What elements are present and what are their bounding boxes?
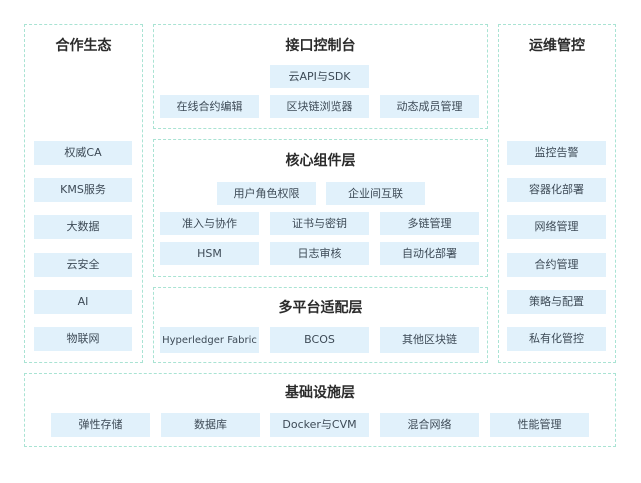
core-item-hsm: HSM (160, 242, 259, 265)
infra-item-docker-cvm: Docker与CVM (270, 413, 369, 437)
interface-console-panel: 接口控制台 云API与SDK 在线合约编辑 区块链浏览器 动态成员管理 (153, 24, 488, 129)
core-item-auto-deploy: 自动化部署 (380, 242, 479, 265)
core-item-multichain: 多链管理 (380, 212, 479, 235)
ops-item-monitoring: 监控告警 (507, 141, 606, 165)
infra-item-performance: 性能管理 (490, 413, 589, 437)
partner-item-kms: KMS服务 (34, 178, 132, 202)
partner-ecosystem-panel: 合作生态 权威CA KMS服务 大数据 云安全 AI 物联网 (24, 24, 143, 363)
partner-item-ai: AI (34, 290, 132, 314)
core-components-title: 核心组件层 (285, 153, 356, 169)
interface-console-title: 接口控制台 (285, 38, 356, 54)
partner-item-bigdata: 大数据 (34, 215, 132, 239)
ops-item-policy-config: 策略与配置 (507, 290, 606, 314)
partner-item-cloud-security: 云安全 (34, 253, 132, 277)
ops-item-contract: 合约管理 (507, 253, 606, 277)
ops-control-panel: 运维管控 监控告警 容器化部署 网络管理 合约管理 策略与配置 私有化管控 (498, 24, 616, 363)
core-item-log-audit: 日志审核 (270, 242, 369, 265)
multi-platform-adapter-title: 多平台适配层 (278, 300, 363, 316)
console-item-api-sdk: 云API与SDK (270, 65, 369, 88)
multi-platform-adapter-panel: 多平台适配层 Hyperledger Fabric BCOS 其他区块链 (153, 287, 488, 363)
ops-control-title: 运维管控 (529, 38, 585, 54)
core-item-access-collaboration: 准入与协作 (160, 212, 259, 235)
console-item-contract-editor: 在线合约编辑 (160, 95, 259, 118)
infra-item-elastic-storage: 弹性存储 (51, 413, 150, 437)
partner-ecosystem-title: 合作生态 (55, 38, 112, 54)
infrastructure-panel: 基础设施层 弹性存储 数据库 Docker与CVM 混合网络 性能管理 (24, 373, 616, 447)
infrastructure-title: 基础设施层 (285, 385, 355, 401)
core-item-enterprise-interconnect: 企业间互联 (326, 182, 425, 205)
ops-item-private-control: 私有化管控 (507, 327, 606, 351)
infra-item-hybrid-network: 混合网络 (380, 413, 479, 437)
console-item-member-management: 动态成员管理 (380, 95, 479, 118)
partner-item-ca: 权威CA (34, 141, 132, 165)
core-item-user-roles: 用户角色权限 (217, 182, 316, 205)
adapter-item-bcos: BCOS (270, 327, 369, 353)
partner-item-iot: 物联网 (34, 327, 132, 351)
console-item-blockchain-browser: 区块链浏览器 (270, 95, 369, 118)
core-item-cert-keys: 证书与密钥 (270, 212, 369, 235)
infra-item-database: 数据库 (161, 413, 260, 437)
adapter-item-hyperledger-fabric: Hyperledger Fabric (160, 327, 259, 353)
adapter-item-other-chains: 其他区块链 (380, 327, 479, 353)
core-components-panel: 核心组件层 用户角色权限 企业间互联 准入与协作 证书与密钥 多链管理 HSM … (153, 139, 488, 277)
ops-item-containerization: 容器化部署 (507, 178, 606, 202)
ops-item-network: 网络管理 (507, 215, 606, 239)
